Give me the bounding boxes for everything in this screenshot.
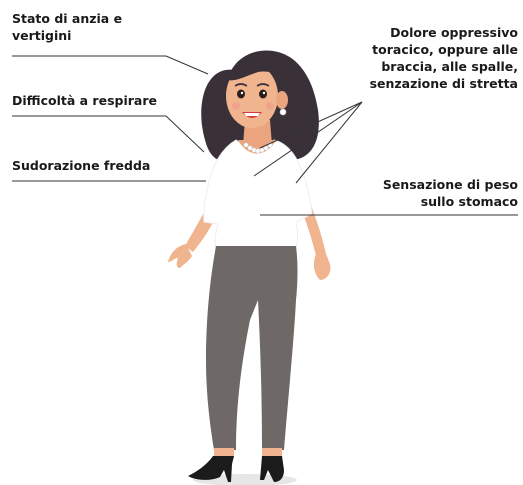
hair-front: [228, 50, 309, 104]
teeth: [244, 113, 260, 116]
shirt: [203, 139, 313, 249]
label-breathing-difficulty: Difficoltà a respirare: [12, 93, 157, 108]
leader-lines: [12, 55, 518, 216]
hair-side: [292, 90, 314, 152]
leader-chest-c: [295, 101, 363, 184]
label-anxiety-dizziness: Stato di anzia e vertigini: [12, 11, 123, 43]
label-chest-pain: Dolore oppressivo toracico, oppure alle …: [369, 25, 518, 91]
leader-chest-a: [253, 101, 363, 177]
left-hand: [168, 244, 192, 268]
face: [226, 64, 278, 128]
label-cold-sweat: Sudorazione fredda: [12, 158, 151, 173]
cheek-left: [232, 102, 240, 110]
leader-anxiety: [12, 55, 209, 75]
eyes: [234, 83, 270, 99]
left-shoe: [188, 456, 234, 482]
left-ankle: [214, 448, 234, 458]
right-shoe: [260, 456, 284, 482]
leader-breathing: [12, 115, 205, 153]
leader-chest-b: [259, 101, 363, 149]
pants: [206, 246, 298, 450]
right-ankle: [262, 448, 282, 458]
cheek-right: [266, 102, 274, 110]
pearl-necklace: [243, 142, 273, 154]
label-stomach-weight: Sensazione di peso sullo stomaco: [382, 177, 518, 209]
ear: [276, 91, 288, 109]
right-hand: [313, 254, 331, 280]
earring: [279, 108, 287, 116]
